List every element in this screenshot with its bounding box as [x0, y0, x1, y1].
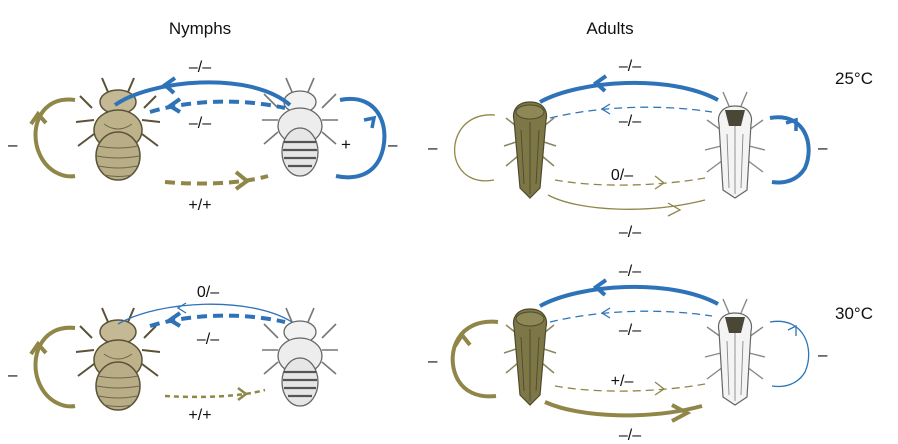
arc-middle-label: –/– [197, 331, 219, 348]
self-label-left: – [428, 138, 438, 157]
arc-top-label: –/– [619, 58, 641, 75]
header-adults: Adults [586, 19, 633, 38]
arc-top [540, 287, 718, 306]
self-loop-olive [455, 115, 495, 181]
arc-middle-label: –/– [619, 322, 641, 339]
adult-white-icon [705, 299, 765, 405]
self-label-right: – [388, 135, 398, 154]
arc-bottom-label: +/+ [188, 407, 211, 424]
adult-white-icon [705, 92, 765, 198]
arc-top [118, 304, 292, 324]
arc-bottom-label: –/– [619, 427, 641, 444]
panel-adults-25: – – –/– –/– 0/– –/– [428, 58, 828, 241]
adult-olive-icon [504, 102, 556, 198]
self-loop-olive [453, 322, 498, 397]
self-label-left: – [428, 351, 438, 370]
self-label-right: – [818, 138, 828, 157]
panel-adults-30: – – –/– –/– +/– –/– [428, 263, 828, 444]
arc-bottom-label: +/+ [188, 197, 211, 214]
self-loop-blue [770, 117, 809, 182]
arc-top-label: 0/– [197, 284, 219, 301]
arc-lower-label: +/– [611, 373, 634, 390]
arc-bottom [548, 195, 705, 209]
arc-middle-label: –/– [619, 113, 641, 130]
nymph-white-icon [262, 308, 338, 406]
arc-middle [550, 311, 712, 322]
arc-bottom [165, 176, 268, 184]
self-label-left: – [8, 365, 18, 384]
temperature-25: 25°C [835, 69, 873, 88]
arc-lower-label: 0/– [611, 167, 633, 184]
self-label-right-inner: + [341, 135, 351, 154]
header-nymphs: Nymphs [169, 19, 231, 38]
self-label-left: – [8, 135, 18, 154]
panel-nymphs-30: – 0/– –/– +/+ [8, 284, 338, 424]
panel-nymphs-25: – – + –/– –/– +/+ [8, 59, 398, 214]
arc-top [540, 83, 718, 102]
arc-top-label: –/– [189, 59, 211, 76]
arc-top-label: –/– [619, 263, 641, 280]
self-label-right: – [818, 345, 828, 364]
arc-bottom [165, 390, 265, 397]
self-loop-olive [35, 100, 75, 177]
self-loop-olive [35, 328, 75, 407]
adult-olive-icon [504, 309, 556, 405]
arc-middle-label: –/– [189, 115, 211, 132]
nymph-olive-icon [76, 78, 160, 180]
arc-bottom-label: –/– [619, 224, 641, 241]
temperature-30: 30°C [835, 304, 873, 323]
self-loop-blue [770, 321, 809, 386]
